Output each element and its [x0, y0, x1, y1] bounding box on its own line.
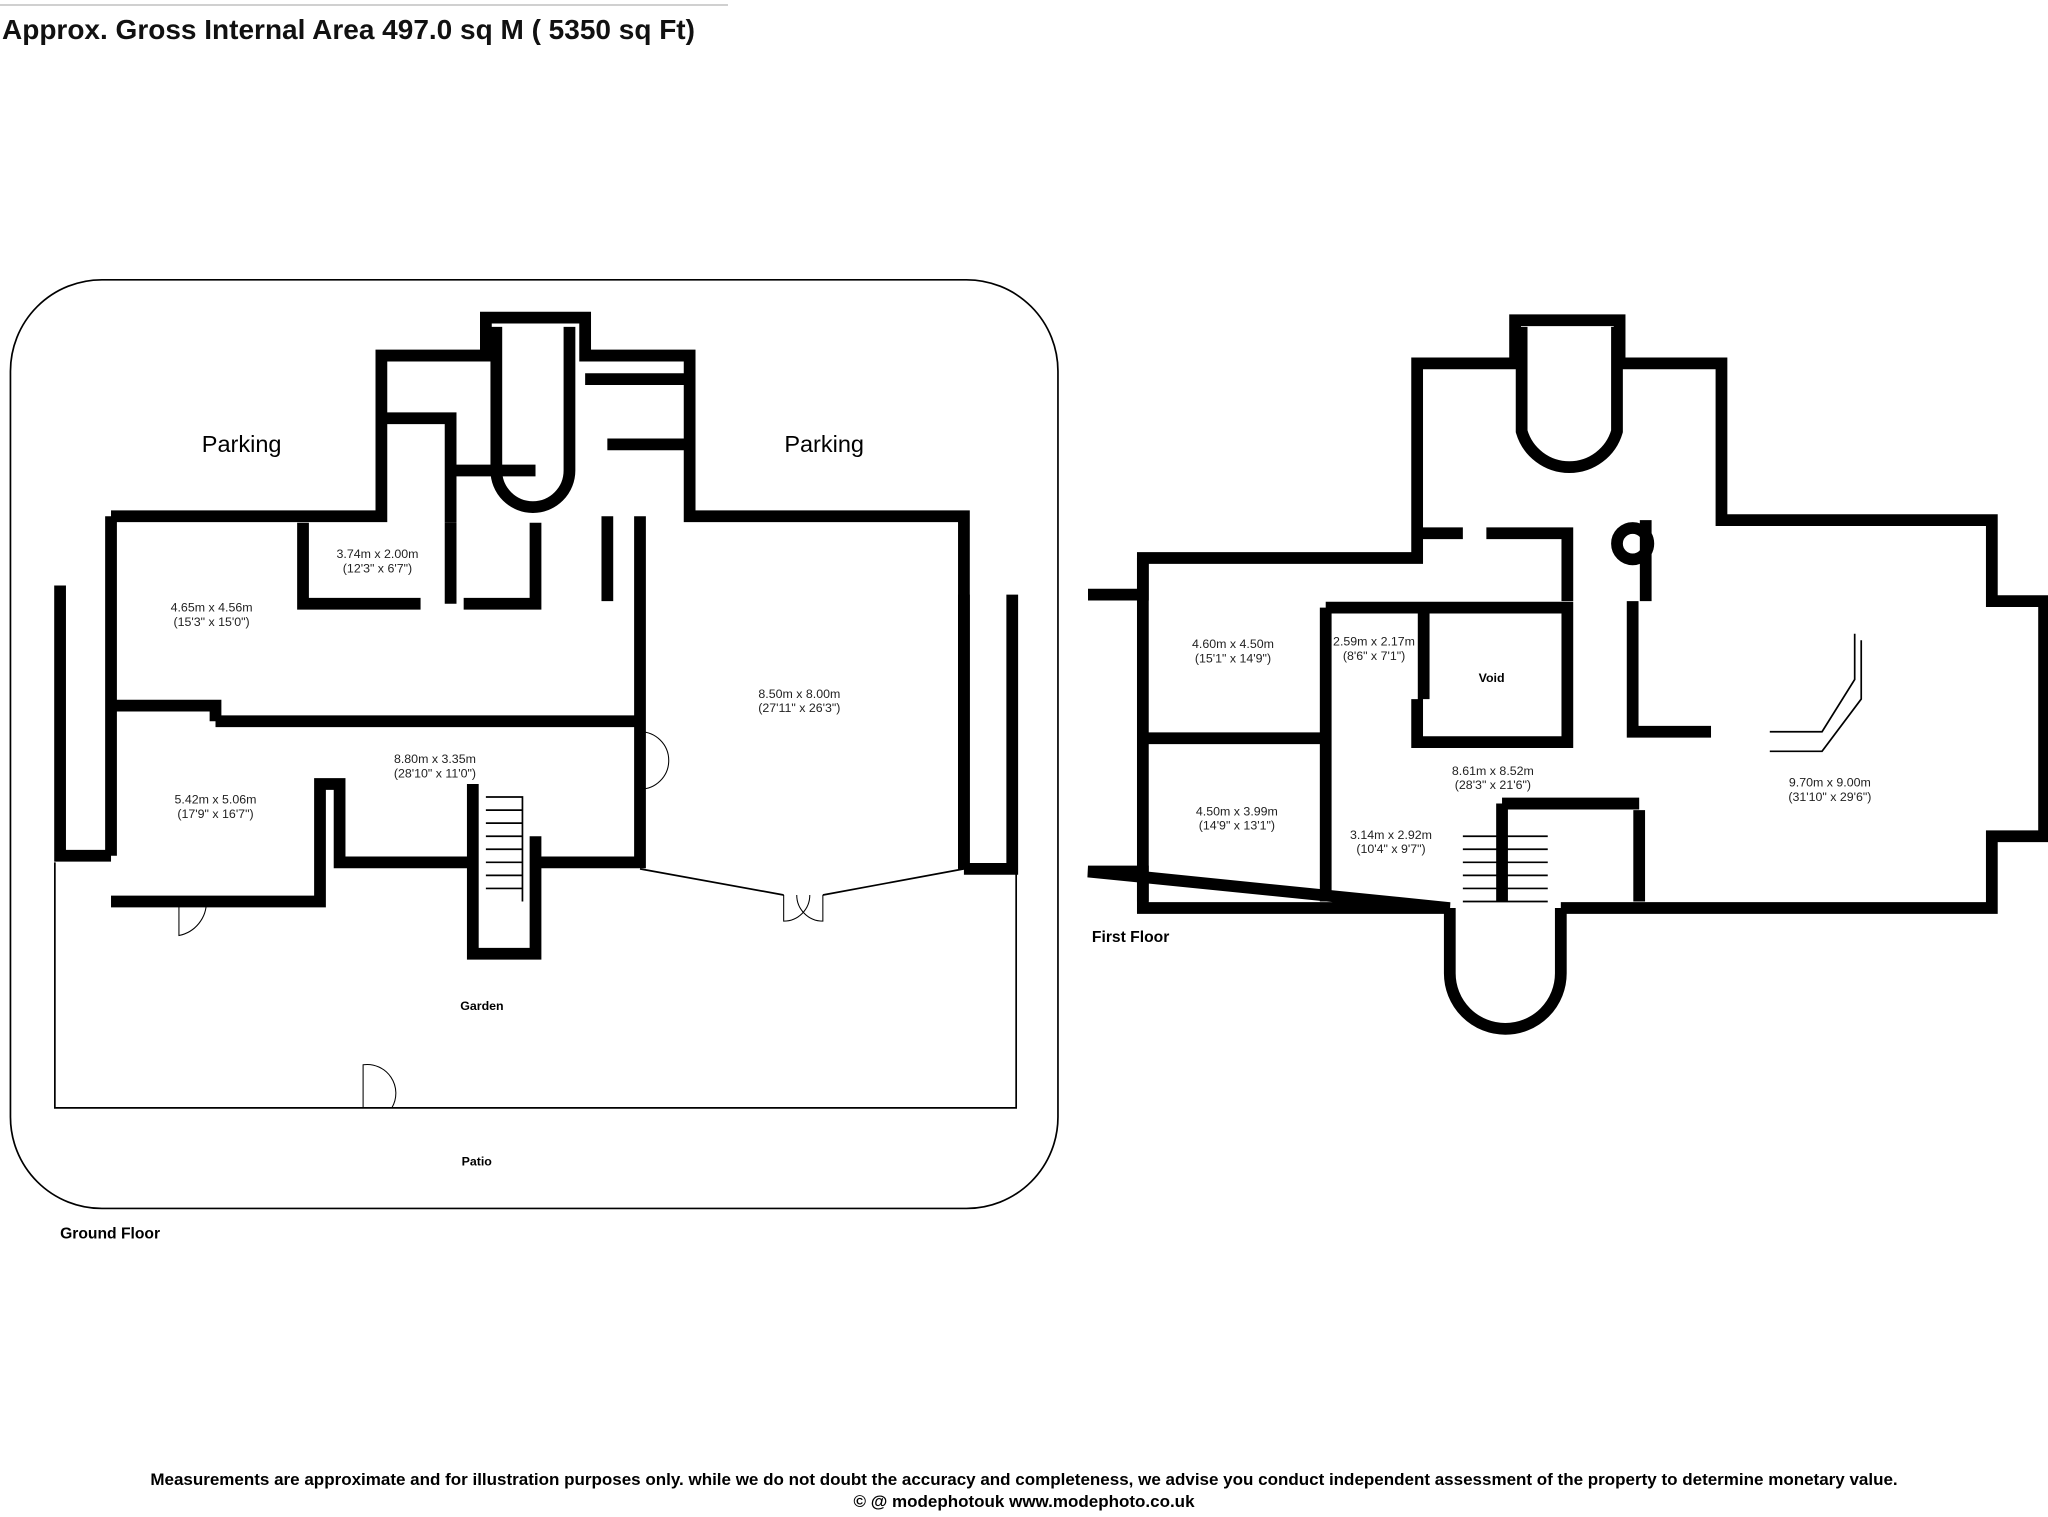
ground-stair-walls: [466, 783, 542, 960]
ground-staircase: [485, 796, 524, 902]
room-dimension-imperial: (10'4" x 9'7"): [1356, 842, 1425, 856]
first-floor-plan: Void First Floor 4.60m x 4.50m (15'1" x …: [1087, 314, 2048, 1035]
ground-french-doors: [783, 894, 824, 922]
ground-east-walls: [535, 516, 1019, 875]
room-dimension: 9.70m x 9.00m: [1789, 776, 1871, 790]
first-staircase: [1462, 835, 1548, 903]
room-dimension-imperial: (8'6" x 7'1"): [1343, 649, 1405, 663]
credit-text: © @ modephotouk www.modephoto.co.uk: [853, 1492, 1195, 1511]
page-title: Approx. Gross Internal Area 497.0 sq M (…: [2, 14, 695, 45]
room-dimension-imperial: (28'3" x 21'6"): [1455, 778, 1531, 792]
room-dimension-imperial: (12'3" x 6'7"): [343, 561, 412, 575]
parking-right-label: Parking: [784, 431, 864, 457]
patio-label: Patio: [462, 1154, 493, 1168]
room-dimension-imperial: (27'11" x 26'3"): [758, 701, 840, 715]
room-dimension: 3.74m x 2.00m: [336, 547, 418, 561]
room-dimension-imperial: (15'3" x 15'0"): [173, 615, 249, 629]
ground-west-walls: [54, 516, 471, 908]
site-boundary: [9, 278, 1059, 1210]
top-divider: [0, 4, 728, 6]
room-dimension: 8.50m x 8.00m: [758, 687, 840, 701]
room-dimension: 5.42m x 5.06m: [175, 793, 257, 807]
garden-label: Garden: [460, 999, 503, 1013]
room-dimension: 8.80m x 3.35m: [394, 752, 476, 766]
room-dimension: 4.60m x 4.50m: [1192, 637, 1274, 651]
first-interior-walls: [1136, 558, 1574, 902]
room-dimension-imperial: (15'1" x 14'9"): [1195, 651, 1271, 665]
room-dimension-imperial: (17'9" x 16'7"): [177, 807, 253, 821]
room-dimension: 2.59m x 2.17m: [1333, 635, 1415, 649]
room-dimension-imperial: (28'10" x 11'0"): [394, 766, 476, 780]
first-stair-bay: [1443, 908, 1567, 1035]
ground-store-walls: [297, 522, 542, 610]
ground-floor-label: Ground Floor: [60, 1226, 160, 1243]
room-dimension-imperial: (14'9" x 13'1"): [1199, 819, 1275, 833]
first-east-walls: [1496, 601, 1712, 902]
ground-floor-plan: Parking Parking Garden Patio Ground Floo…: [9, 278, 1059, 1243]
ground-entrance-bay: [490, 326, 576, 513]
ground-double-door: [639, 731, 670, 790]
ground-bay-window: [639, 868, 965, 896]
first-bay: [1515, 326, 1623, 474]
room-dimension: 8.61m x 8.52m: [1452, 764, 1534, 778]
first-floor-label: First Floor: [1092, 929, 1169, 946]
void-label: Void: [1479, 671, 1505, 685]
ground-outer-wall: [111, 311, 970, 869]
garden-gate: [362, 1063, 397, 1109]
garden-boundary: [54, 862, 1018, 1109]
ground-interior-wall: [111, 699, 640, 728]
room-dimension: 4.65m x 4.56m: [171, 601, 253, 615]
room-dimension-imperial: (31'10" x 29'6"): [1788, 790, 1871, 804]
room-dimension: 3.14m x 2.92m: [1350, 828, 1432, 842]
parking-left-label: Parking: [202, 431, 282, 457]
first-angled-unit: [1769, 633, 1863, 753]
room-dimension: 4.50m x 3.99m: [1196, 804, 1278, 818]
disclaimer-text: Measurements are approximate and for ill…: [150, 1470, 1898, 1489]
ground-door: [178, 901, 207, 937]
first-landing-walls: [1417, 520, 1652, 602]
first-spiral-stair: [1611, 522, 1655, 566]
